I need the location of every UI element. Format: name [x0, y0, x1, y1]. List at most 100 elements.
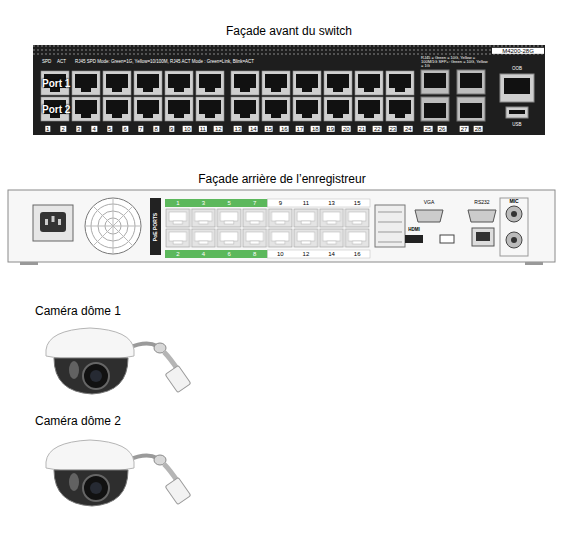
terminal-rows	[378, 212, 402, 242]
port-number: 9	[169, 126, 174, 132]
port-number: 4	[92, 126, 97, 132]
number-cells	[268, 250, 371, 258]
port-label: Port 2	[42, 105, 70, 116]
sfp-cage	[421, 70, 449, 94]
port-number: 3	[76, 126, 81, 132]
port-number: 25	[424, 126, 433, 132]
power-inlet	[33, 205, 73, 241]
bnc-connector	[506, 232, 522, 248]
poe-band	[150, 198, 161, 255]
port-number: 17	[295, 126, 304, 132]
vent-band	[33, 45, 545, 56]
port-number: 14	[249, 126, 258, 132]
sfp-slot	[460, 73, 482, 88]
sfp-cage	[457, 97, 485, 121]
power-pin	[58, 219, 61, 225]
port-number: 1	[176, 200, 179, 206]
audio-block	[500, 198, 528, 256]
port-number: 8	[253, 251, 256, 257]
port-number: 10	[183, 126, 192, 132]
alarm-terminal	[375, 205, 405, 247]
port-number: 12	[214, 126, 223, 132]
usb-port	[506, 107, 528, 118]
recorder-chassis	[8, 190, 555, 262]
connector-label: MIC	[509, 199, 518, 204]
lan-port-hole	[476, 232, 490, 241]
port-number: 24	[404, 126, 413, 132]
port-number: 14	[328, 251, 335, 257]
led-legend-note: RJ45 SPD Mode: Green=1G, Yellow=10/100M,…	[75, 60, 254, 65]
port-number: 22	[373, 126, 382, 132]
switch-front	[33, 45, 545, 135]
figure-title: Façade arrière de l’enregistreur	[6, 172, 558, 186]
hdmi-connector	[405, 235, 423, 243]
usb-port-hole	[509, 110, 525, 114]
connector-label: VGA	[424, 200, 435, 205]
vga-connector	[415, 210, 443, 222]
port-number: 7	[138, 126, 143, 132]
fan-grill	[85, 198, 141, 254]
port-number: 11	[303, 200, 309, 206]
camera-figure: Caméra dôme 2	[35, 414, 195, 510]
port-number: 10	[277, 251, 284, 257]
port-number: 11	[199, 126, 207, 132]
model-label: M4200-28G	[492, 48, 544, 54]
power-pin	[52, 216, 55, 222]
port-number: 3	[202, 200, 205, 206]
bnc-core	[511, 211, 517, 217]
port-number: 18	[311, 126, 320, 132]
port-number: 4	[202, 251, 205, 257]
led-legend-note: RJ45 = Green = 10G, Yellow = 100M/1G SFP…	[421, 56, 491, 69]
port-number: 9	[279, 200, 282, 206]
port-number: 23	[388, 126, 397, 132]
port-number: 7	[253, 200, 256, 206]
poe-number-cells	[165, 250, 268, 258]
lan-port	[472, 228, 494, 246]
sfp-slot	[424, 73, 446, 88]
number-cells	[268, 199, 371, 207]
oob-port	[500, 74, 534, 102]
port-number: 1	[45, 126, 50, 132]
port-number: 26	[438, 126, 447, 132]
rs232-connector	[468, 210, 496, 222]
connector-label: RS232	[474, 200, 489, 205]
oob-port-hole	[504, 78, 530, 94]
port-number: 13	[233, 126, 242, 132]
port-number: 2	[176, 251, 179, 257]
sfp-slot	[460, 103, 482, 118]
port-label: OOB	[512, 67, 522, 72]
port-number: 5	[227, 200, 230, 206]
figure-title: Caméra dôme 1	[35, 304, 195, 318]
foot	[20, 262, 38, 265]
dome-camera	[46, 440, 191, 506]
port-number: 8	[154, 126, 159, 132]
fan	[85, 198, 141, 254]
port-number: 27	[460, 126, 469, 132]
port-number: 19	[326, 126, 335, 132]
power-pin	[45, 219, 48, 225]
port-number: 6	[227, 251, 230, 257]
switch-chassis	[33, 45, 545, 135]
sfp-cage	[421, 97, 449, 121]
switch-panel: Façade avant du switch	[30, 24, 548, 138]
rj45-ports	[40, 70, 226, 122]
rj45-ports	[230, 70, 416, 122]
port-number: 21	[357, 126, 366, 132]
sfp-slot	[424, 103, 446, 118]
dome-camera	[46, 328, 191, 394]
foot	[525, 262, 543, 265]
usb-connector	[440, 235, 454, 243]
bnc-core	[511, 237, 517, 243]
figure-title: Façade avant du switch	[30, 24, 548, 38]
poe-number-cells	[165, 199, 268, 207]
port-number: 20	[342, 126, 351, 132]
led-label: ACT	[57, 60, 66, 65]
camera-figure: Caméra dôme 1	[35, 304, 195, 400]
port-label: Port 1	[42, 79, 70, 90]
port-number: 28	[474, 126, 483, 132]
port-number: 6	[123, 126, 128, 132]
